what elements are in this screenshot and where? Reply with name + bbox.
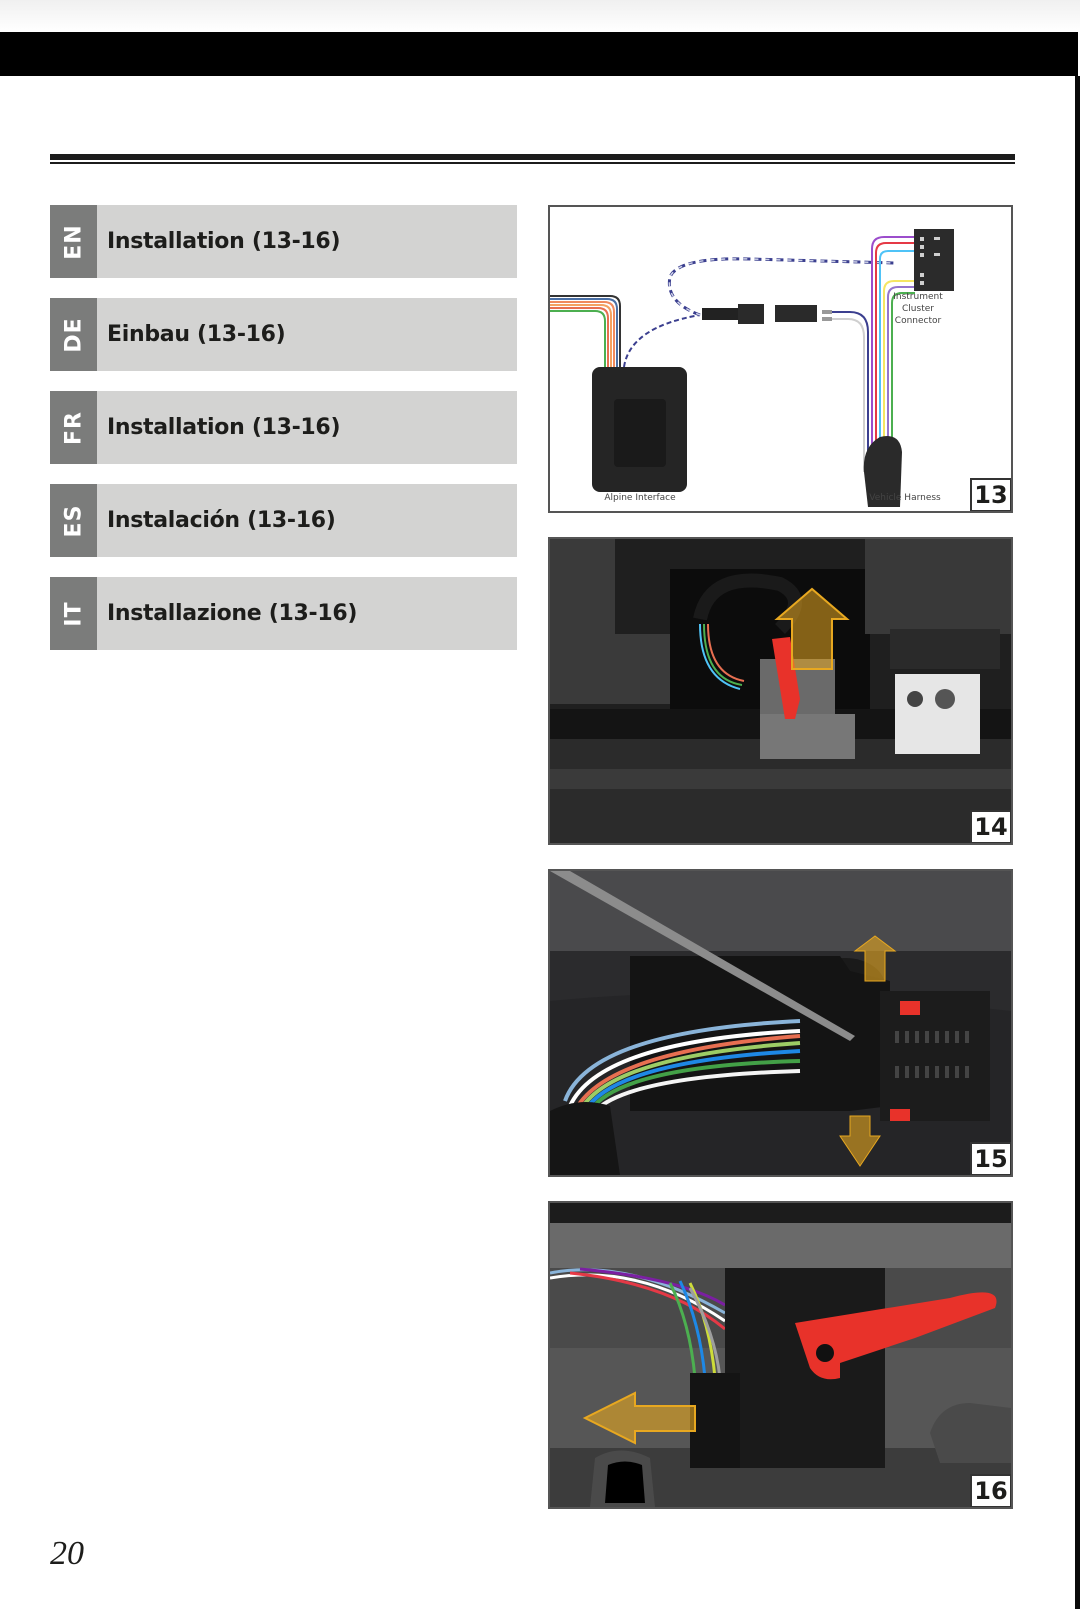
wiring-diagram	[550, 229, 954, 507]
figure-16: 16	[548, 1201, 1013, 1509]
arrow-left-icon	[582, 1391, 696, 1445]
cluster-connector-label: Instrument Cluster Connector	[888, 291, 948, 327]
pin	[822, 310, 832, 314]
female-connector	[775, 305, 817, 322]
section-fr: FR Installation (13-16)	[50, 391, 517, 464]
label-line: Instrument	[893, 292, 943, 302]
harness-wire-bundle	[871, 236, 915, 472]
figure-14: 14	[548, 537, 1013, 845]
figure-number: 14	[970, 810, 1011, 843]
black-connector	[725, 1268, 885, 1468]
figure-13: Instrument Cluster Connector Alpine Inte…	[548, 205, 1013, 513]
vehicle-harness-label: Vehicle Harness	[869, 493, 941, 503]
header-rule	[50, 154, 1015, 160]
section-title: Instalación (13-16)	[107, 508, 336, 533]
label-line: Cluster	[902, 304, 934, 314]
harness-sleeve	[863, 436, 902, 507]
figure-number: 16	[970, 1474, 1011, 1507]
twisted-pair-wire	[623, 314, 701, 368]
alpine-interface-label: Alpine Interface	[604, 493, 676, 503]
section-title: Einbau (13-16)	[107, 322, 286, 347]
figure-number: 15	[970, 1142, 1011, 1175]
top-shade	[0, 0, 1080, 32]
lang-code-badge: IT	[50, 577, 97, 650]
header-band	[0, 32, 1078, 76]
section-de: DE Einbau (13-16)	[50, 298, 517, 371]
lang-code: DE	[61, 316, 86, 353]
harness-wire	[832, 311, 869, 472]
photo-16	[550, 1203, 1011, 1507]
metal-bracket	[895, 674, 980, 754]
lang-code: FR	[61, 410, 86, 445]
header-rule-thin	[50, 162, 1015, 164]
figure-15: 15	[548, 869, 1013, 1177]
figure-number: 13	[970, 478, 1011, 511]
connector-pins	[920, 237, 940, 285]
male-plug	[702, 308, 742, 320]
lang-code-badge: FR	[50, 391, 97, 464]
interface-label-area	[614, 399, 666, 467]
lang-code-badge: DE	[50, 298, 97, 371]
photo-15	[550, 871, 1011, 1175]
page-edge	[1075, 76, 1080, 1609]
section-title: Installation (13-16)	[107, 229, 341, 254]
section-es: ES Instalación (13-16)	[50, 484, 517, 557]
arrow-up-icon	[774, 587, 850, 670]
label-line: Connector	[894, 316, 942, 326]
lang-code: IT	[61, 600, 86, 627]
twisted-pair-wire-light	[668, 258, 896, 316]
interface-cable-bundle	[550, 295, 621, 367]
page-number: 20	[50, 1535, 84, 1572]
arrow-down-icon	[839, 1115, 881, 1167]
harness-sleeve	[550, 1102, 620, 1175]
male-connector	[738, 304, 764, 324]
arrow-up-icon	[853, 935, 897, 982]
lang-code: ES	[61, 504, 86, 537]
lang-code-badge: ES	[50, 484, 97, 557]
lang-code: EN	[61, 223, 86, 260]
screwdriver	[550, 871, 855, 1041]
lang-code-badge: EN	[50, 205, 97, 278]
section-it: IT Installazione (13-16)	[50, 577, 517, 650]
section-title: Installation (13-16)	[107, 415, 341, 440]
harness-wire	[832, 318, 865, 472]
pin	[822, 317, 832, 321]
section-title: Installazione (13-16)	[107, 601, 358, 626]
section-en: EN Installation (13-16)	[50, 205, 517, 278]
photo-14	[550, 539, 1011, 843]
red-lever	[795, 1292, 997, 1380]
